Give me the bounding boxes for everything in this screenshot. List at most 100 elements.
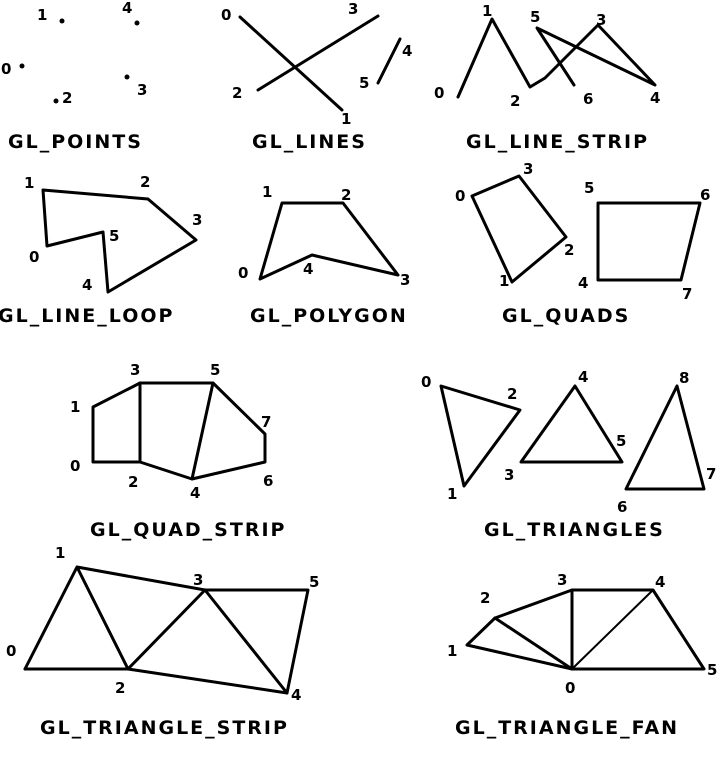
caption-lines: GL_LINES — [252, 131, 367, 153]
vertex-label: 0 — [565, 679, 575, 697]
line-segment — [256, 14, 380, 92]
triangle — [624, 384, 706, 491]
vertex-label: 3 — [193, 571, 203, 589]
vertex-label: 3 — [192, 211, 202, 229]
triangle — [439, 384, 522, 488]
vertex-label: 2 — [507, 385, 517, 403]
vertex-label: 1 — [482, 2, 492, 20]
vertex-label: 2 — [232, 84, 242, 102]
vertex-label: 4 — [190, 484, 200, 502]
caption-triangle-strip: GL_TRIANGLE_STRIP — [40, 717, 289, 739]
caption-triangles: GL_TRIANGLES — [484, 519, 665, 541]
vertex-label: 7 — [682, 285, 692, 303]
vertex-label: 6 — [263, 472, 273, 490]
vertex-label: 2 — [341, 186, 351, 204]
vertex-label: 6 — [700, 186, 710, 204]
caption-quad-strip: GL_QUAD_STRIP — [90, 519, 286, 541]
vertex-label: 0 — [238, 264, 248, 282]
vertex — [53, 98, 59, 104]
vertex-label: 5 — [309, 573, 319, 591]
vertex-label: 0 — [421, 373, 431, 391]
vertex-label: 2 — [128, 473, 138, 491]
triangle-fan-spoke — [493, 616, 574, 671]
line-segment — [376, 37, 402, 85]
vertex-label: 3 — [504, 466, 514, 484]
vertex-label: 2 — [480, 589, 490, 607]
quad — [470, 174, 568, 284]
triangle — [519, 384, 624, 464]
vertex-label: 1 — [499, 272, 509, 290]
vertex-label: 4 — [650, 89, 660, 107]
panel-quads: 3 0 2 1 5 6 4 7 GL_QUADS — [455, 160, 710, 327]
vertex — [19, 63, 25, 69]
vertex-label: 1 — [24, 174, 34, 192]
vertex-label: 0 — [70, 457, 80, 475]
vertex-label: 3 — [596, 11, 606, 29]
vertex-label: 0 — [434, 84, 444, 102]
vertex-label: 3 — [523, 160, 533, 178]
triangle-strip-zigzag — [23, 565, 310, 695]
vertex-label: 0 — [455, 187, 465, 205]
panel-triangle-strip: 1 3 5 0 2 4 GL_TRIANGLE_STRIP — [6, 544, 319, 739]
vertex-label: 1 — [341, 110, 351, 128]
vertex-label: 4 — [578, 368, 588, 386]
vertex-label: 2 — [140, 173, 150, 191]
vertex-label: 4 — [303, 260, 313, 278]
vertex-label: 8 — [679, 369, 689, 387]
caption-quads: GL_QUADS — [502, 305, 630, 327]
vertex-label: 5 — [584, 179, 594, 197]
caption-triangle-fan: GL_TRIANGLE_FAN — [455, 717, 679, 739]
vertex-label: 1 — [37, 6, 47, 24]
quad — [596, 201, 702, 282]
vertex-label: 3 — [557, 571, 567, 589]
vertex-label: 6 — [617, 498, 627, 516]
vertex-label: 2 — [510, 92, 520, 110]
vertex-label: 5 — [109, 227, 119, 245]
vertex-label: 4 — [82, 276, 92, 294]
vertex-label: 5 — [530, 8, 540, 26]
panel-points: 1 4 0 2 3 GL_POINTS — [1, 0, 147, 153]
vertex-label: 5 — [707, 661, 717, 679]
panel-line-loop: 1 2 3 0 5 4 GL_LINE_LOOP — [0, 173, 202, 327]
quad-strip-edge — [190, 381, 215, 481]
panel-quad-strip: 3 5 1 7 0 2 6 4 GL_QUAD_STRIP — [70, 361, 286, 541]
vertex-label: 2 — [62, 89, 72, 107]
vertex-label: 0 — [29, 248, 39, 266]
quad-strip-outline — [91, 381, 267, 481]
vertex-label: 3 — [130, 361, 140, 379]
vertex-label: 4 — [578, 274, 588, 292]
vertex-label: 1 — [447, 642, 457, 660]
vertex-label: 5 — [359, 74, 369, 92]
caption-line-strip: GL_LINE_STRIP — [466, 131, 649, 153]
vertex-label: 1 — [70, 398, 80, 416]
vertex-label: 2 — [564, 241, 574, 259]
line-strip — [456, 17, 657, 99]
caption-line-loop: GL_LINE_LOOP — [0, 305, 174, 327]
vertex-label: 4 — [402, 42, 412, 60]
triangle-strip-edge — [126, 667, 289, 695]
vertex-label: 6 — [583, 90, 593, 108]
panel-lines: 0 3 2 1 5 4 GL_LINES — [221, 0, 412, 153]
vertex-label: 1 — [55, 544, 65, 562]
vertex-label: 0 — [6, 642, 16, 660]
vertex-label: 4 — [122, 0, 132, 17]
vertex — [124, 74, 130, 80]
triangle-fan-spoke — [571, 589, 654, 670]
line-segment — [238, 15, 344, 112]
vertex-label: 0 — [221, 6, 231, 24]
vertex-label: 3 — [400, 271, 410, 289]
vertex-label: 0 — [1, 60, 11, 78]
vertex-label: 5 — [616, 432, 626, 450]
vertex — [134, 20, 140, 26]
vertex-label: 7 — [261, 413, 271, 431]
vertex-label: 2 — [115, 679, 125, 697]
vertex — [59, 18, 65, 24]
line-loop — [41, 188, 198, 294]
panel-triangles: 0 2 1 4 5 3 8 7 6 GL_TRIANGLES — [421, 368, 716, 541]
vertex-label: 1 — [447, 485, 457, 503]
vertex-label: 7 — [706, 465, 716, 483]
polygon-shape — [258, 201, 400, 281]
vertex-label: 5 — [210, 361, 220, 379]
caption-polygon: GL_POLYGON — [250, 305, 408, 327]
